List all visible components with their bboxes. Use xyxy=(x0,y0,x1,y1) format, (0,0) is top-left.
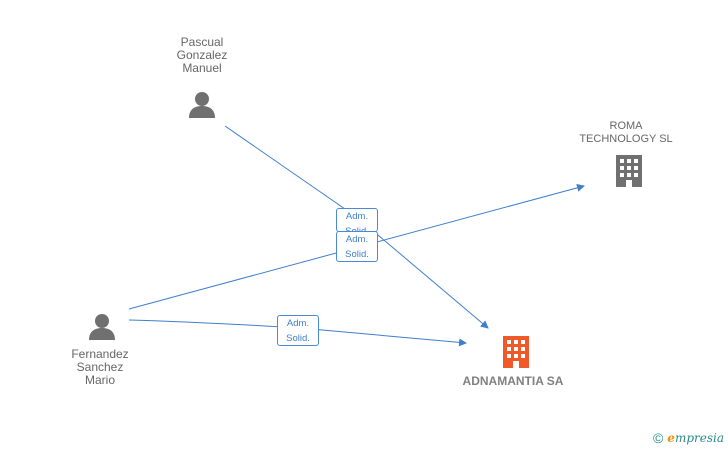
copyright-icon: © xyxy=(652,430,664,446)
company-node-label[interactable]: ROMA TECHNOLOGY SL xyxy=(566,120,686,146)
person-name-line: Manuel xyxy=(182,61,222,75)
copyright-brand: © empresia xyxy=(653,430,724,446)
relation-role: Solid. xyxy=(286,333,310,344)
relation-badge[interactable]: Adm. Solid. xyxy=(336,231,378,262)
building-icon xyxy=(503,336,529,368)
person-icon xyxy=(89,314,115,340)
company-name-line: ADNAMANTIA SA xyxy=(462,374,564,388)
relation-role: Adm. xyxy=(286,318,310,329)
person-name-line: Gonzalez xyxy=(176,48,228,62)
relation-role: Solid. xyxy=(345,226,369,232)
company-name-line: ROMA xyxy=(609,120,643,132)
relation-role: Adm. xyxy=(345,211,369,222)
building-icon xyxy=(616,155,642,187)
brand-logo: empresia xyxy=(667,431,724,445)
company-name-line: TECHNOLOGY SL xyxy=(579,133,673,145)
person-name-line: Sanchez xyxy=(76,360,124,374)
person-name-line: Fernandez xyxy=(71,347,129,361)
relation-badge[interactable]: Adm. Solid. xyxy=(277,315,319,346)
edge-pascual-to-adnamantia-cont xyxy=(371,229,489,329)
relation-badge[interactable]: Adm. Solid. xyxy=(336,208,378,232)
main-company-label[interactable]: ADNAMANTIA SA xyxy=(448,375,578,388)
edge-pascual-to-adnamantia xyxy=(224,125,346,210)
person-name-line: Pascual xyxy=(180,35,224,49)
person-icon xyxy=(189,92,215,118)
relation-role: Adm. xyxy=(345,234,369,245)
person-node-label[interactable]: Pascual Gonzalez Manuel xyxy=(160,36,244,75)
person-node-label[interactable]: Fernandez Sanchez Mario xyxy=(58,348,142,387)
relation-role: Solid. xyxy=(345,249,369,260)
person-name-line: Mario xyxy=(84,373,115,387)
